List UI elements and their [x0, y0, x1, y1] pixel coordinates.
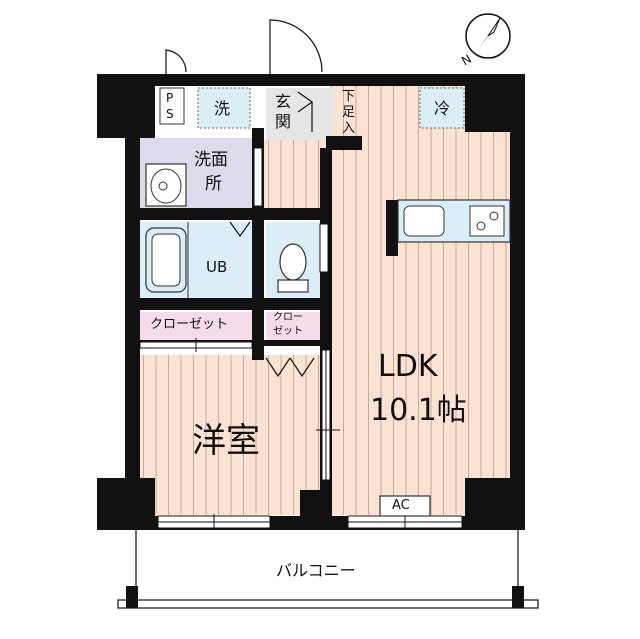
fridge-space [419, 87, 465, 129]
western-room-floor [140, 355, 320, 515]
bathtub [145, 227, 187, 293]
western-room-label: 洋室 [192, 421, 260, 461]
entrance-label-2: 関 [275, 112, 292, 131]
closet-large-floor [140, 312, 252, 340]
aircon-unit [379, 495, 431, 517]
entrance-floor [266, 88, 334, 140]
washer-pan [197, 87, 251, 129]
shoe-box-label-1: 下 [342, 89, 356, 104]
toilet [277, 243, 309, 293]
windows [157, 514, 463, 530]
pipe-space-s: S [166, 107, 174, 121]
closet-small-label-1: クロー [273, 312, 303, 323]
entrance-label-1: 玄 [275, 92, 292, 111]
shoe-box-label-2: 足 [342, 105, 356, 120]
balcony [117, 530, 539, 609]
aircon-label: AC [392, 498, 410, 513]
compass-icon [465, 13, 511, 59]
kitchen-counter [397, 199, 511, 243]
washer-label: 洗 [214, 99, 231, 118]
closet-small-floor [266, 312, 322, 342]
closet-small-label-2: ゼット [273, 326, 303, 337]
swing-doors [165, 19, 323, 378]
ldk-floor [330, 85, 510, 515]
closet-large-label: クローゼット [150, 317, 229, 332]
washroom-label-2: 所 [205, 174, 222, 194]
unit-bath-label: UB [206, 258, 228, 276]
shoe-box-label-3: 入 [342, 121, 356, 136]
sliding-doors [139, 147, 340, 481]
wash-basin [145, 163, 187, 207]
ldk-name: LDK [378, 349, 438, 384]
pipe-space-p: P [166, 91, 174, 105]
fridge-label: 冷 [434, 99, 451, 118]
balcony-label: バルコニー [276, 561, 356, 580]
washroom-label-1: 洗面 [194, 150, 228, 170]
pipe-space [159, 87, 185, 125]
ldk-size: 10.1帖 [370, 393, 467, 428]
